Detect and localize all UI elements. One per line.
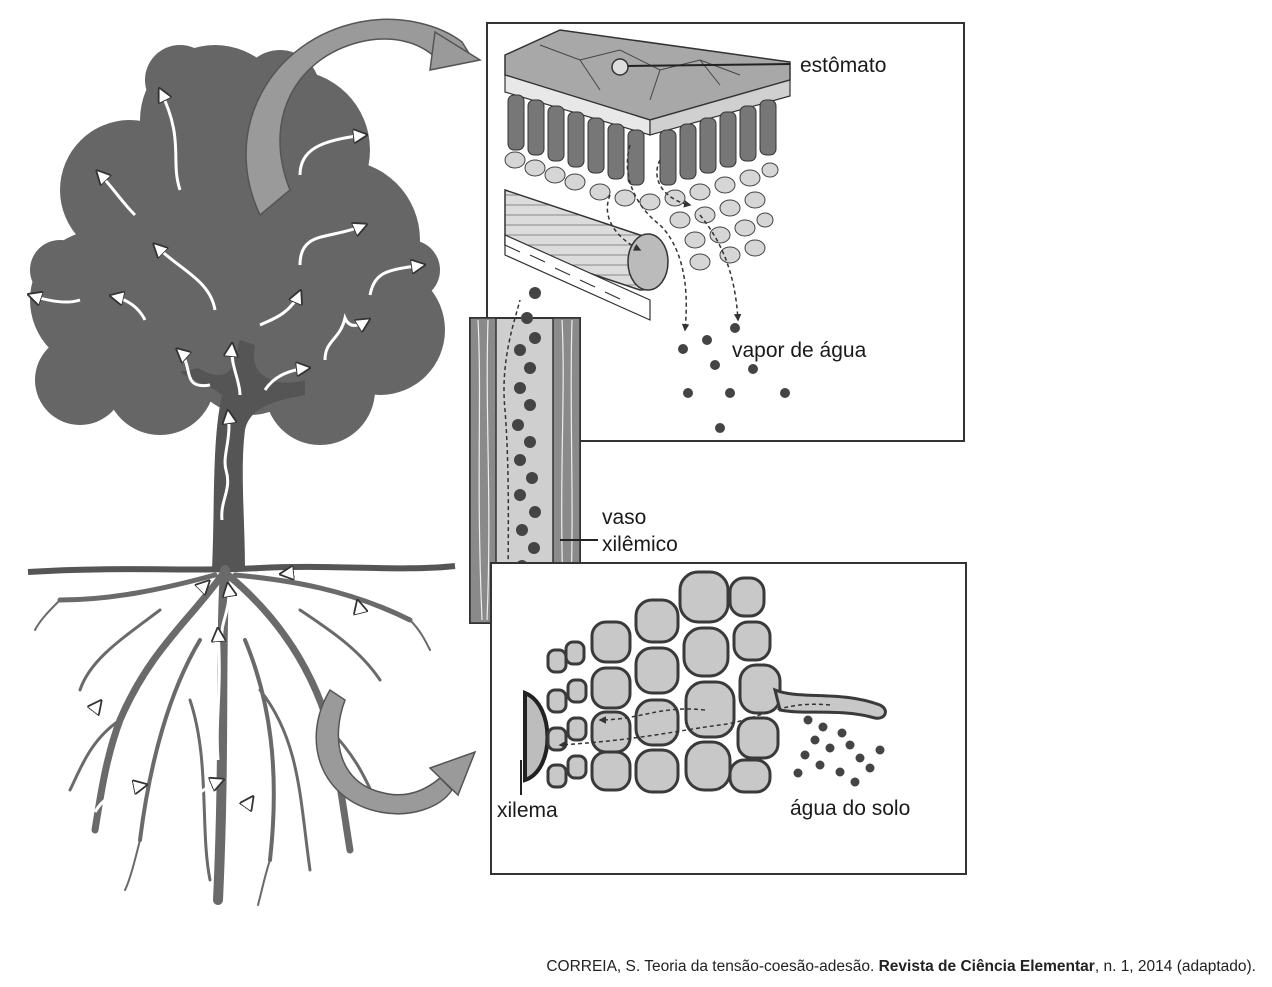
root-hair bbox=[772, 687, 887, 720]
spongy-cells bbox=[504, 151, 779, 271]
vapor-droplets bbox=[678, 323, 790, 433]
figure-caption: CORREIA, S. Teoria da tensão-coesão-ades… bbox=[0, 958, 1256, 976]
stomata-marker bbox=[611, 58, 629, 76]
caption-prefix: CORREIA, S. Teoria da tensão-coesão-ades… bbox=[546, 958, 879, 975]
leaf-cross-section: estômato vapor de água bbox=[504, 29, 886, 433]
palisade-cells bbox=[507, 94, 777, 186]
caption-suffix: , n. 1, 2014 (adaptado). bbox=[1094, 958, 1256, 975]
vessel-label-line2: xilêmico bbox=[602, 533, 678, 556]
zoom-arrow-top bbox=[245, 18, 483, 217]
root-cells bbox=[546, 570, 782, 794]
vapor-label: vapor de água bbox=[732, 339, 867, 362]
vessel-label-line1: vaso bbox=[602, 506, 646, 529]
xylem-label: xilema bbox=[497, 799, 558, 822]
soil-water-droplets bbox=[793, 715, 885, 787]
tree-trunk bbox=[180, 340, 305, 570]
caption-journal: Revista de Ciência Elementar bbox=[878, 958, 1095, 975]
water-flow-arrows-tree bbox=[30, 90, 423, 851]
tree bbox=[27, 45, 456, 906]
stomata-pointer bbox=[627, 63, 791, 67]
stomata-label: estômato bbox=[800, 54, 886, 77]
zoom-arrow-bottom bbox=[315, 688, 477, 815]
tree-roots bbox=[34, 565, 431, 906]
soil-water-label: água do solo bbox=[790, 797, 910, 820]
ground-line bbox=[27, 563, 456, 575]
root-cross-section: xilema água do solo bbox=[497, 570, 910, 822]
